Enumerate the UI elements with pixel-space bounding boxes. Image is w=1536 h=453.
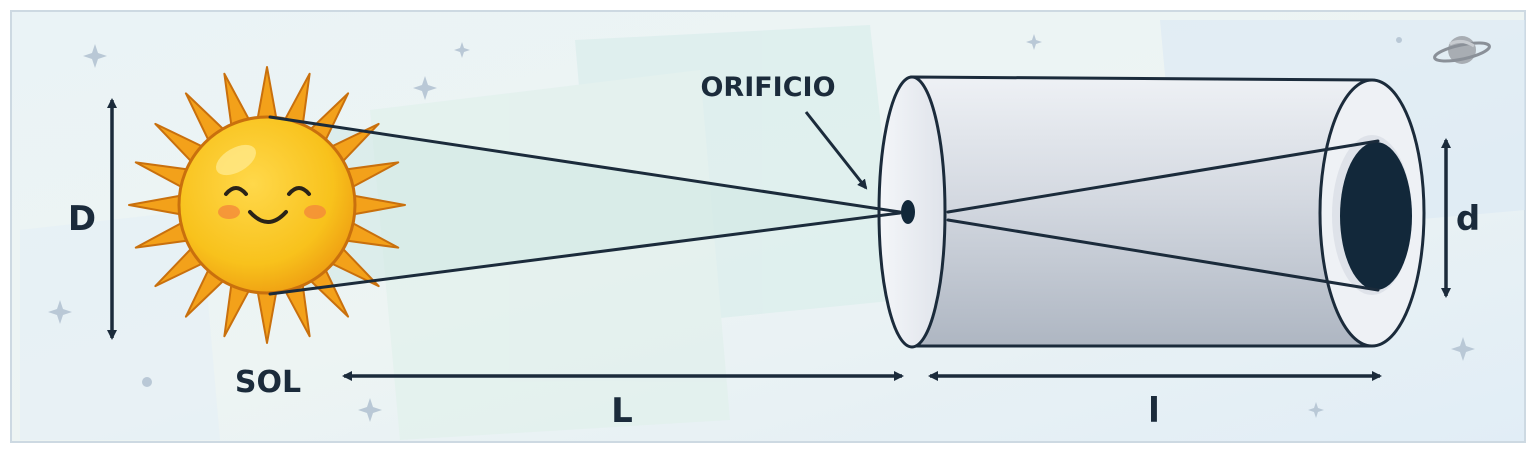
pinhole xyxy=(901,200,915,224)
image-diameter-label: d xyxy=(1456,199,1480,239)
sparkle-icon xyxy=(48,34,1475,422)
planet-icon xyxy=(1433,36,1491,64)
projected-image xyxy=(1340,142,1412,290)
pinhole-pointer xyxy=(804,111,868,190)
pinhole-label: ORIFICIO xyxy=(700,72,835,103)
camera-tube xyxy=(877,75,1426,349)
light-cone xyxy=(270,117,905,294)
tube-length-label: l xyxy=(1148,391,1160,431)
background-panels xyxy=(20,20,1525,440)
light-rays xyxy=(268,115,1380,296)
sun-diameter-label: D xyxy=(68,199,96,239)
sun-label: SOL xyxy=(235,365,301,400)
sun-icon xyxy=(128,66,406,344)
distance-label: L xyxy=(611,391,633,431)
